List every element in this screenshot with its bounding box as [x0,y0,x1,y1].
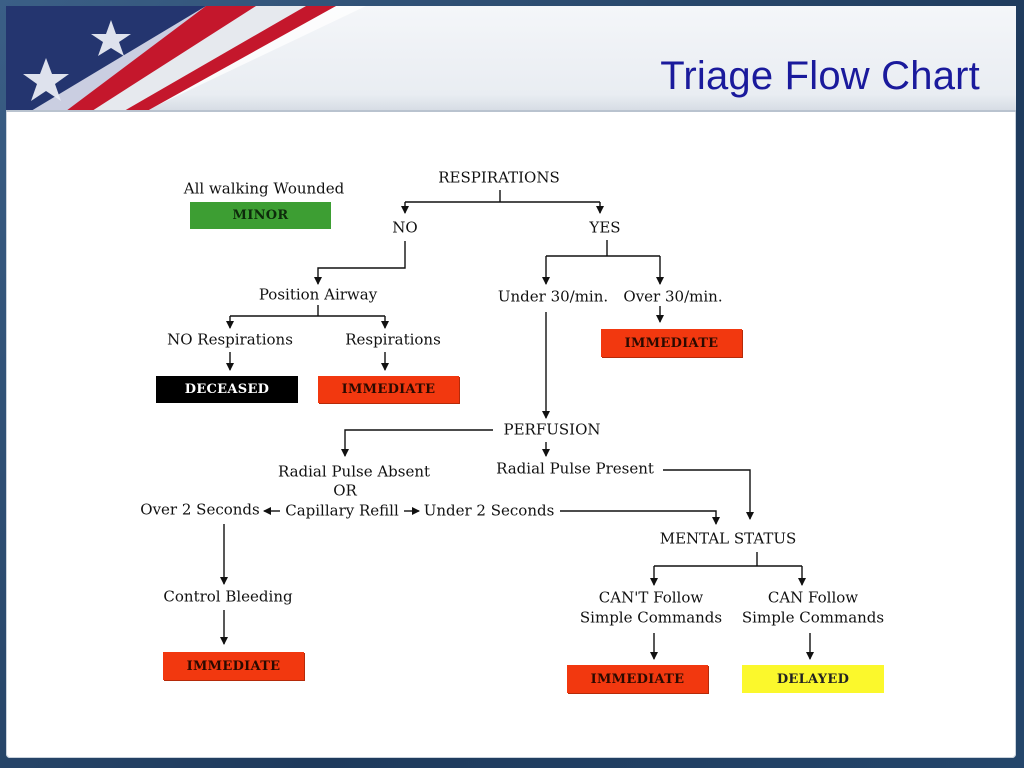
label-respirations-branch: Respirations [345,330,441,349]
label-or: OR [333,481,357,500]
badge-immediate-bleeding: IMMEDIATE [163,652,304,680]
label-capillary-refill: Capillary Refill [285,501,399,520]
label-yes: YES [589,218,621,237]
label-position-airway: Position Airway [258,285,378,304]
badge-immediate-cant-follow: IMMEDIATE [567,665,708,693]
badge-delayed: DELAYED [742,665,884,693]
label-mental-status: MENTAL STATUS [659,529,797,548]
label-no-respirations: NO Respirations [167,330,293,349]
label-no: NO [392,218,418,237]
label-control-bleeding: Control Bleeding [163,587,293,606]
label-radial-present: Radial Pulse Present [496,459,654,478]
badge-deceased: DECEASED [156,376,298,403]
label-cant-follow-line2: Simple Commands [579,608,723,627]
label-under-30: Under 30/min. [497,287,609,306]
badge-minor: MINOR [190,202,331,229]
connector-yes-under30 [546,255,660,284]
header-band: Triage Flow Chart [6,6,1016,112]
flag-decoration-icon [6,6,366,110]
label-over-30: Over 30/min. [623,287,723,306]
label-over-2-seconds: Over 2 Seconds [140,500,260,519]
connector-under2-mental [560,510,720,525]
label-radial-absent: Radial Pulse Absent [277,462,431,481]
connector-present-mental [663,469,754,520]
label-can-follow-line1: CAN Follow [767,588,859,607]
connector-respirations-no [405,201,600,213]
label-cant-follow-line1: CAN'T Follow [598,588,704,607]
connector-perfusion-absent [341,429,493,457]
connector-no-airway [314,241,406,285]
label-walking-wounded: All walking Wounded [183,179,345,198]
page-title: Triage Flow Chart [660,54,980,98]
badge-immediate-over30: IMMEDIATE [601,329,742,357]
label-respirations: RESPIRATIONS [438,168,560,187]
label-perfusion: PERFUSION [503,420,601,439]
badge-immediate-respirations: IMMEDIATE [318,376,459,403]
label-under-2-seconds: Under 2 Seconds [423,501,555,520]
connector-airway-norespirations [230,315,385,328]
connector-mental-cant [654,565,802,585]
label-can-follow-line2: Simple Commands [741,608,885,627]
